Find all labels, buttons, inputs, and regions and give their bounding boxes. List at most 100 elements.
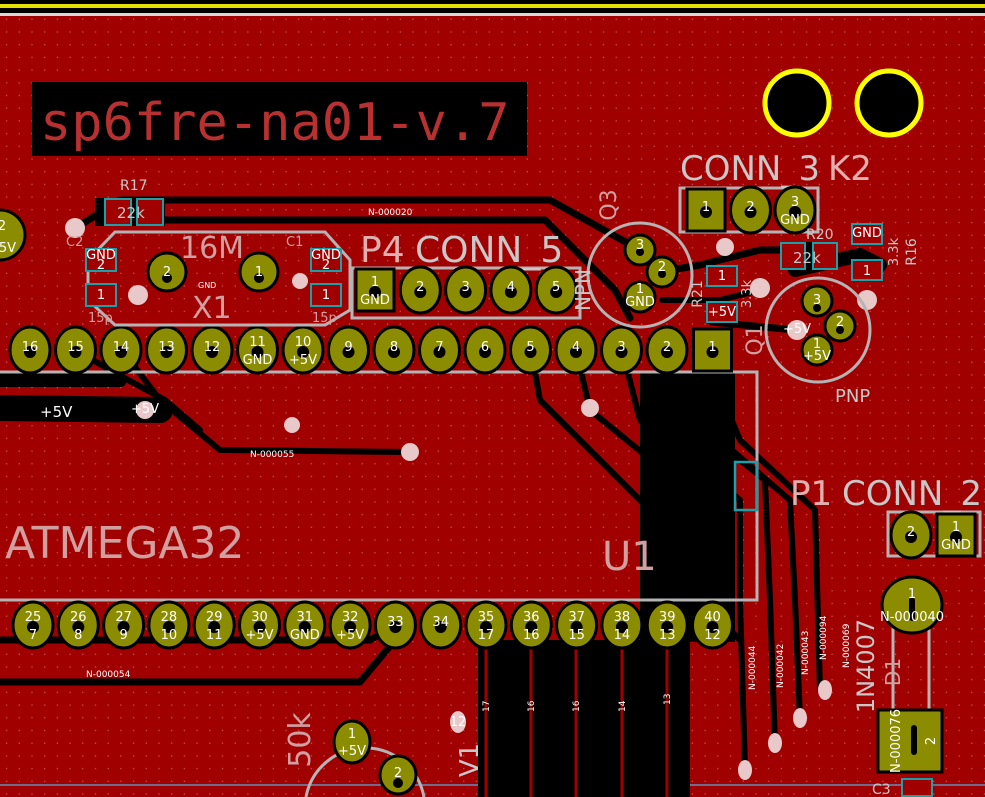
pad-number: 5: [526, 340, 534, 355]
x1-ref: X1: [192, 291, 232, 326]
net-label: N-000054: [86, 670, 131, 680]
c2: GND 2 1 15p C2: [66, 235, 117, 326]
u1-pin-1[interactable]: 1: [692, 327, 733, 373]
u1-pin-15[interactable]: 15: [54, 325, 97, 375]
pad-number: 15: [67, 340, 84, 355]
u1-pin-4[interactable]: 4: [554, 325, 598, 375]
v1-pad-2[interactable]: 2: [378, 754, 418, 796]
k2-pin-2[interactable]: 2: [729, 185, 772, 235]
u1-pin-30[interactable]: 30+5V: [238, 600, 281, 650]
c2-pad-2[interactable]: [85, 248, 117, 272]
r17-pad-2[interactable]: [104, 198, 132, 226]
u1-pin-2[interactable]: 2: [645, 325, 689, 375]
x1-pad-1[interactable]: 1: [238, 251, 280, 293]
d1-pad-1[interactable]: 1N-000040: [880, 575, 944, 635]
via[interactable]: [793, 708, 807, 728]
p4-pin-3[interactable]: 3: [444, 265, 488, 315]
via[interactable]: [818, 680, 832, 700]
c2-ref: C2: [66, 235, 83, 250]
via[interactable]: [738, 760, 752, 780]
u1-pin-6[interactable]: 6: [463, 325, 507, 375]
via[interactable]: [750, 278, 770, 298]
pad-net: GND: [780, 213, 810, 228]
u1-pin-34[interactable]: 34: [419, 600, 463, 650]
via-plus5v[interactable]: +5V: [131, 401, 159, 419]
u1-pin-7[interactable]: 7: [418, 325, 461, 375]
v1-pad-1[interactable]: 1+5V: [332, 719, 372, 765]
q1-pad-1[interactable]: 1+5V: [800, 333, 834, 367]
left-pad-partial[interactable]: 2+5V: [0, 208, 27, 262]
k2-pin-1[interactable]: 1: [685, 187, 727, 233]
q3-pad-2[interactable]: 2: [645, 255, 679, 289]
q1-via[interactable]: +5V: [783, 320, 811, 340]
via[interactable]: [401, 443, 419, 461]
u1-pin-13[interactable]: 13: [145, 325, 188, 375]
u1-pin-12[interactable]: 12: [190, 325, 234, 375]
c1-pad-1[interactable]: [310, 283, 342, 307]
u1-pin-8[interactable]: 8: [372, 325, 416, 375]
u1-pin-9[interactable]: 9: [327, 325, 370, 375]
r21-pad-2[interactable]: [706, 301, 738, 323]
r16-pad-2[interactable]: [851, 223, 883, 245]
q3-pad-3[interactable]: 3: [623, 233, 657, 267]
q1-pad-3[interactable]: 3: [800, 284, 834, 318]
d1-pad-2[interactable]: 2N-000076: [876, 708, 944, 774]
via[interactable]: [857, 290, 877, 310]
pad-net: GND: [290, 628, 320, 643]
p4-pin-5[interactable]: 5: [534, 265, 578, 315]
u1-pin-14[interactable]: 14: [99, 325, 143, 375]
p4-pin-2[interactable]: 2: [398, 265, 442, 315]
via[interactable]: [292, 273, 308, 289]
via[interactable]: [284, 417, 300, 433]
u1-pin-33[interactable]: 33: [373, 600, 417, 650]
x1-pad-2[interactable]: 2: [146, 251, 188, 293]
c2-pad-1[interactable]: [85, 283, 117, 307]
u1-pin-10[interactable]: 10+5V: [281, 325, 325, 375]
u1-pin-3[interactable]: 3: [600, 325, 643, 375]
net-label: 17: [482, 701, 492, 712]
r21-pad-1[interactable]: [706, 265, 738, 287]
u1-pin-26[interactable]: 268: [56, 600, 100, 650]
r17-pad-1[interactable]: [136, 198, 164, 226]
via[interactable]: [581, 399, 599, 417]
p1-pin-2[interactable]: 2: [889, 510, 933, 560]
via[interactable]: [716, 238, 734, 256]
q1-pad-2[interactable]: 2: [823, 309, 857, 343]
u1-ref: U1: [602, 534, 657, 580]
r20-pad-1[interactable]: [812, 242, 838, 270]
via-12[interactable]: 12: [450, 711, 467, 733]
mounting-hole[interactable]: [854, 68, 924, 138]
u1-pin-5[interactable]: 5: [509, 325, 552, 375]
r20-pad-2[interactable]: [780, 242, 806, 270]
u1-pin-27[interactable]: 279: [102, 600, 146, 650]
c1-pad-2[interactable]: [310, 248, 342, 272]
r16-pad-1[interactable]: [851, 259, 883, 281]
p4-pin-4[interactable]: 4: [489, 265, 533, 315]
u1-pin-16[interactable]: 16: [8, 325, 52, 375]
via[interactable]: [768, 733, 782, 753]
pad-number: 26: [70, 610, 87, 625]
via[interactable]: [128, 285, 148, 305]
u1-pin-32[interactable]: 32+5V: [328, 600, 372, 650]
c3-pad[interactable]: [901, 778, 933, 797]
u1-pin-25[interactable]: 257: [11, 600, 55, 650]
mounting-hole[interactable]: [762, 68, 832, 138]
via[interactable]: [65, 218, 85, 238]
r21-value: 3.3k: [740, 279, 755, 308]
